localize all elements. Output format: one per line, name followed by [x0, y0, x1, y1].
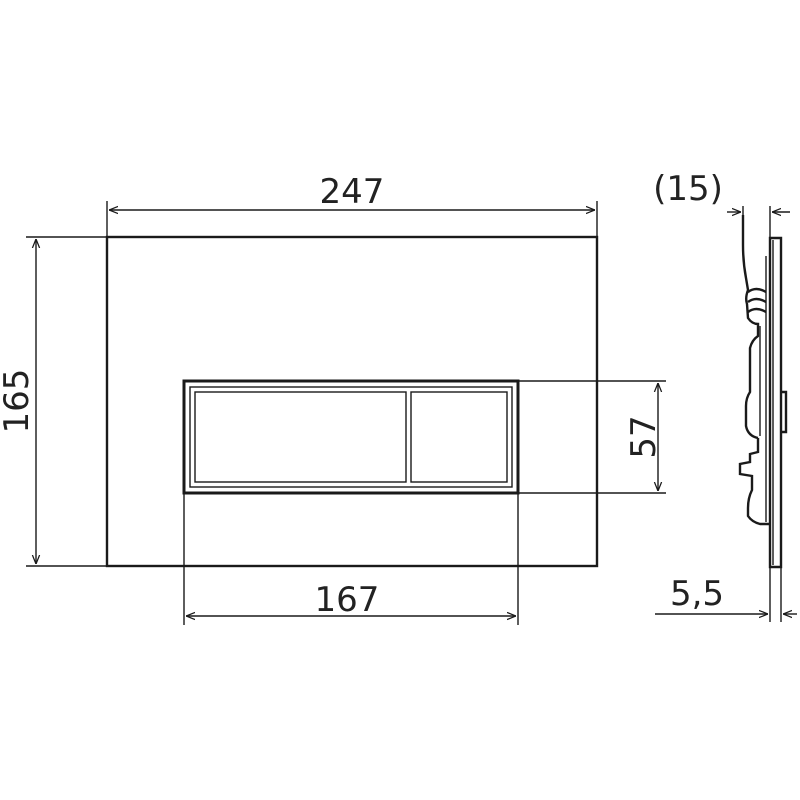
thickness-label: 5,5 [670, 574, 724, 614]
button-height-label: 57 [624, 415, 664, 458]
side-button [781, 390, 788, 434]
flush-plate-outline [105, 235, 599, 568]
button-frame-inner [189, 386, 513, 488]
button-width-dimension: 167 [183, 493, 519, 625]
side-plate [768, 236, 783, 569]
height-dimension: 165 [0, 236, 107, 567]
side-bottom-contour [738, 438, 770, 526]
small-flush-button [410, 391, 508, 483]
button-width-label: 167 [315, 580, 380, 620]
side-top-contour [741, 215, 760, 440]
large-flush-button [194, 391, 407, 483]
front-view [105, 235, 599, 568]
depth-label: (15) [653, 169, 723, 209]
side-view: (15) 5,5 [653, 169, 797, 622]
button-frame-outer [182, 379, 520, 495]
width-dimension: 247 [106, 172, 598, 237]
button-height-dimension: 57 [518, 380, 666, 494]
height-label: 165 [0, 369, 37, 434]
side-clip-top [747, 287, 767, 314]
width-label: 247 [320, 172, 385, 212]
